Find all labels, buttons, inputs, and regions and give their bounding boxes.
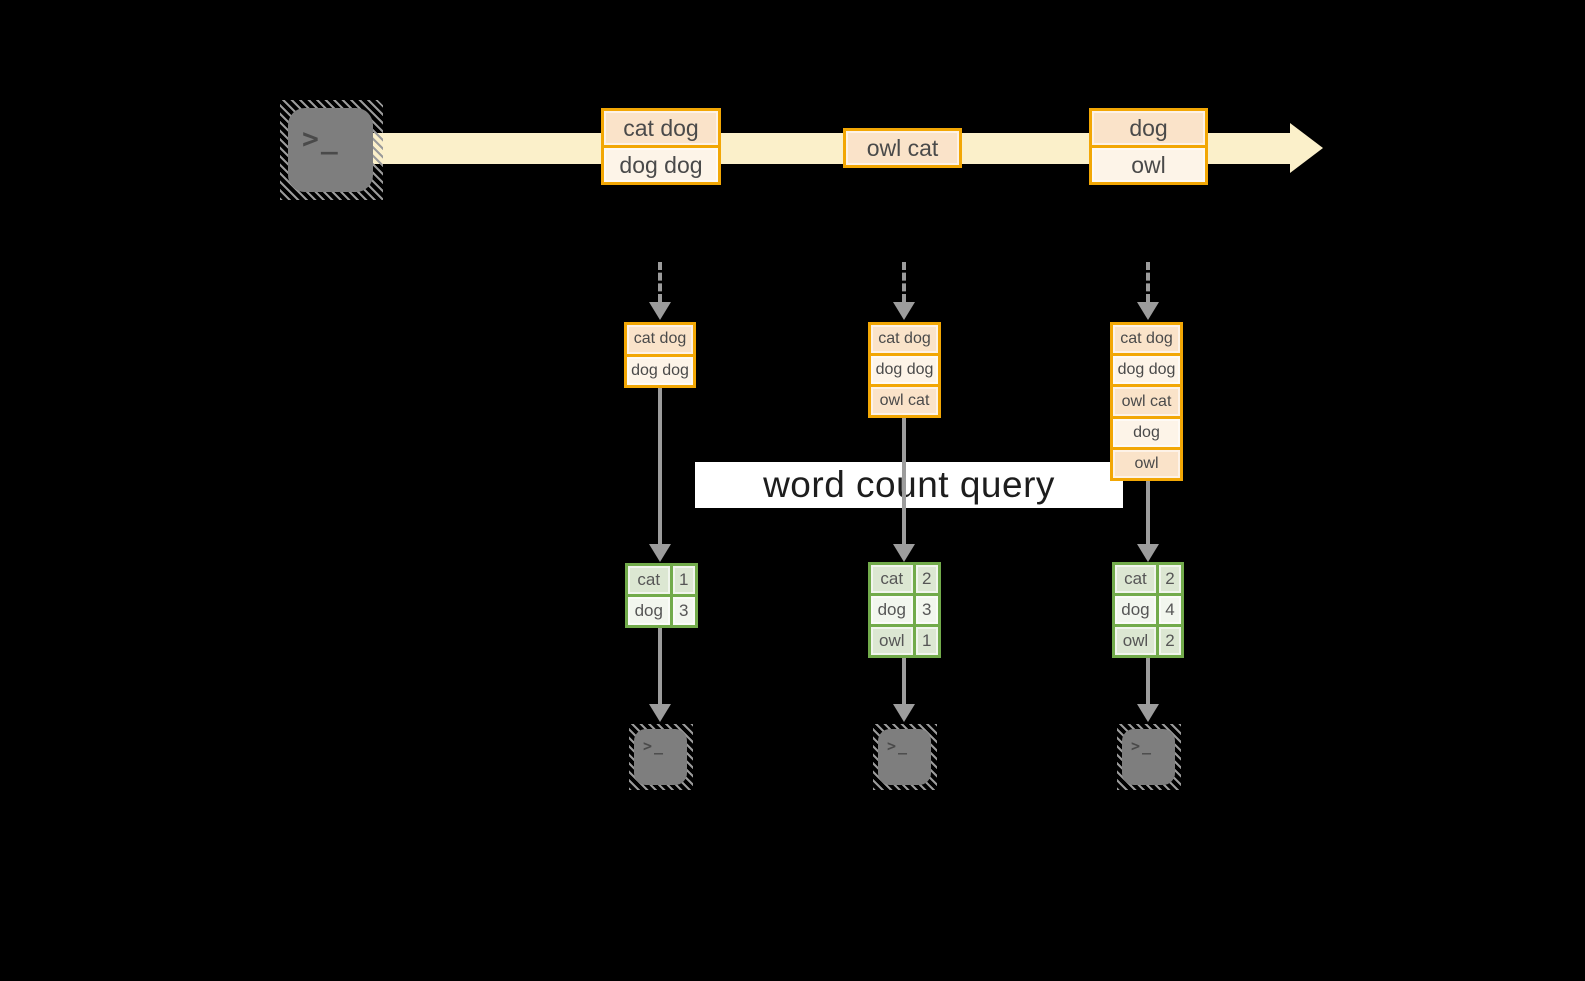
stream-event-box-1: cat dog dog dog — [601, 108, 721, 185]
buffered-event-cell: dog dog — [627, 353, 693, 385]
buffer-box-1: cat dog dog dog — [624, 322, 696, 388]
output-terminal-icon-2: >_ — [873, 724, 937, 790]
query-arrow-head-icon-1 — [649, 544, 671, 562]
word-cell: owl — [1115, 627, 1156, 655]
word-count-table-1: cat 1 dog 3 — [625, 563, 698, 628]
query-arrow-line-1 — [658, 388, 662, 544]
terminal-prompt-icon: >_ — [1131, 737, 1154, 755]
output-arrow-line-2 — [902, 658, 906, 704]
buffered-event-cell: dog dog — [1113, 353, 1180, 385]
count-cell: 1 — [915, 627, 938, 655]
count-cell: 2 — [1158, 565, 1181, 593]
word-cell: dog — [1115, 596, 1156, 624]
count-cell: 2 — [1158, 627, 1181, 655]
buffered-event-cell: cat dog — [871, 325, 938, 353]
output-terminal-icon-3: >_ — [1117, 724, 1181, 790]
output-terminal-icon-1: >_ — [629, 724, 693, 790]
output-arrow-head-icon-1 — [649, 704, 671, 722]
source-terminal-icon: >_ — [280, 100, 383, 200]
query-arrow-line-3 — [1146, 481, 1150, 544]
stream-event-box-2: owl cat — [843, 128, 962, 168]
terminal-screen: >_ — [878, 729, 931, 785]
buffered-event-cell: cat dog — [1113, 325, 1180, 354]
ingest-arrow-line-3 — [1146, 262, 1150, 302]
output-arrow-head-icon-3 — [1137, 704, 1159, 722]
buffered-event-cell: dog — [1113, 415, 1180, 447]
word-count-table-2: cat 2 dog 3 owl 1 — [868, 562, 941, 658]
stream-event-cell: dog — [1092, 111, 1205, 145]
buffered-event-cell: owl — [1113, 446, 1180, 479]
output-arrow-line-3 — [1146, 658, 1150, 704]
stream-arrow-head-icon — [1290, 123, 1323, 173]
count-cell: 3 — [672, 597, 695, 625]
stream-event-cell: dog dog — [604, 145, 718, 182]
query-label: word count query — [763, 464, 1055, 505]
buffered-event-cell: cat dog — [627, 325, 693, 354]
word-cell: cat — [1115, 565, 1156, 593]
stream-event-box-3: dog owl — [1089, 108, 1208, 185]
terminal-prompt-icon: >_ — [887, 737, 910, 755]
stream-event-cell: owl cat — [846, 131, 959, 165]
count-cell: 1 — [672, 566, 695, 594]
terminal-prompt-icon: >_ — [643, 737, 666, 755]
word-cell: cat — [871, 565, 913, 593]
count-cell: 2 — [915, 565, 938, 593]
buffered-event-cell: owl cat — [871, 384, 938, 415]
output-arrow-line-1 — [658, 628, 662, 704]
query-arrow-head-icon-3 — [1137, 544, 1159, 562]
stream-event-cell: cat dog — [604, 111, 718, 145]
stream-event-cell: owl — [1092, 145, 1205, 182]
word-cell: owl — [871, 627, 913, 655]
terminal-screen: >_ — [1122, 729, 1175, 785]
word-cell: cat — [628, 566, 670, 594]
ingest-arrow-line-2 — [902, 262, 906, 302]
ingest-arrow-head-icon-1 — [649, 302, 671, 320]
terminal-screen: >_ — [288, 108, 373, 192]
query-band: word count query — [695, 462, 1123, 508]
buffer-box-3: cat dog dog dog owl cat dog owl — [1110, 322, 1183, 481]
ingest-arrow-head-icon-2 — [893, 302, 915, 320]
query-arrow-head-icon-2 — [893, 544, 915, 562]
word-cell: dog — [871, 596, 913, 624]
count-cell: 4 — [1158, 596, 1181, 624]
buffered-event-cell: dog dog — [871, 353, 938, 384]
count-cell: 3 — [915, 596, 938, 624]
query-arrow-line-2 — [902, 418, 906, 544]
buffered-event-cell: owl cat — [1113, 384, 1180, 416]
buffer-box-2: cat dog dog dog owl cat — [868, 322, 941, 418]
terminal-screen: >_ — [634, 729, 687, 785]
word-count-table-3: cat 2 dog 4 owl 2 — [1112, 562, 1184, 658]
ingest-arrow-line-1 — [658, 262, 662, 302]
output-arrow-head-icon-2 — [893, 704, 915, 722]
terminal-prompt-icon: >_ — [302, 122, 340, 155]
word-cell: dog — [628, 597, 670, 625]
ingest-arrow-head-icon-3 — [1137, 302, 1159, 320]
